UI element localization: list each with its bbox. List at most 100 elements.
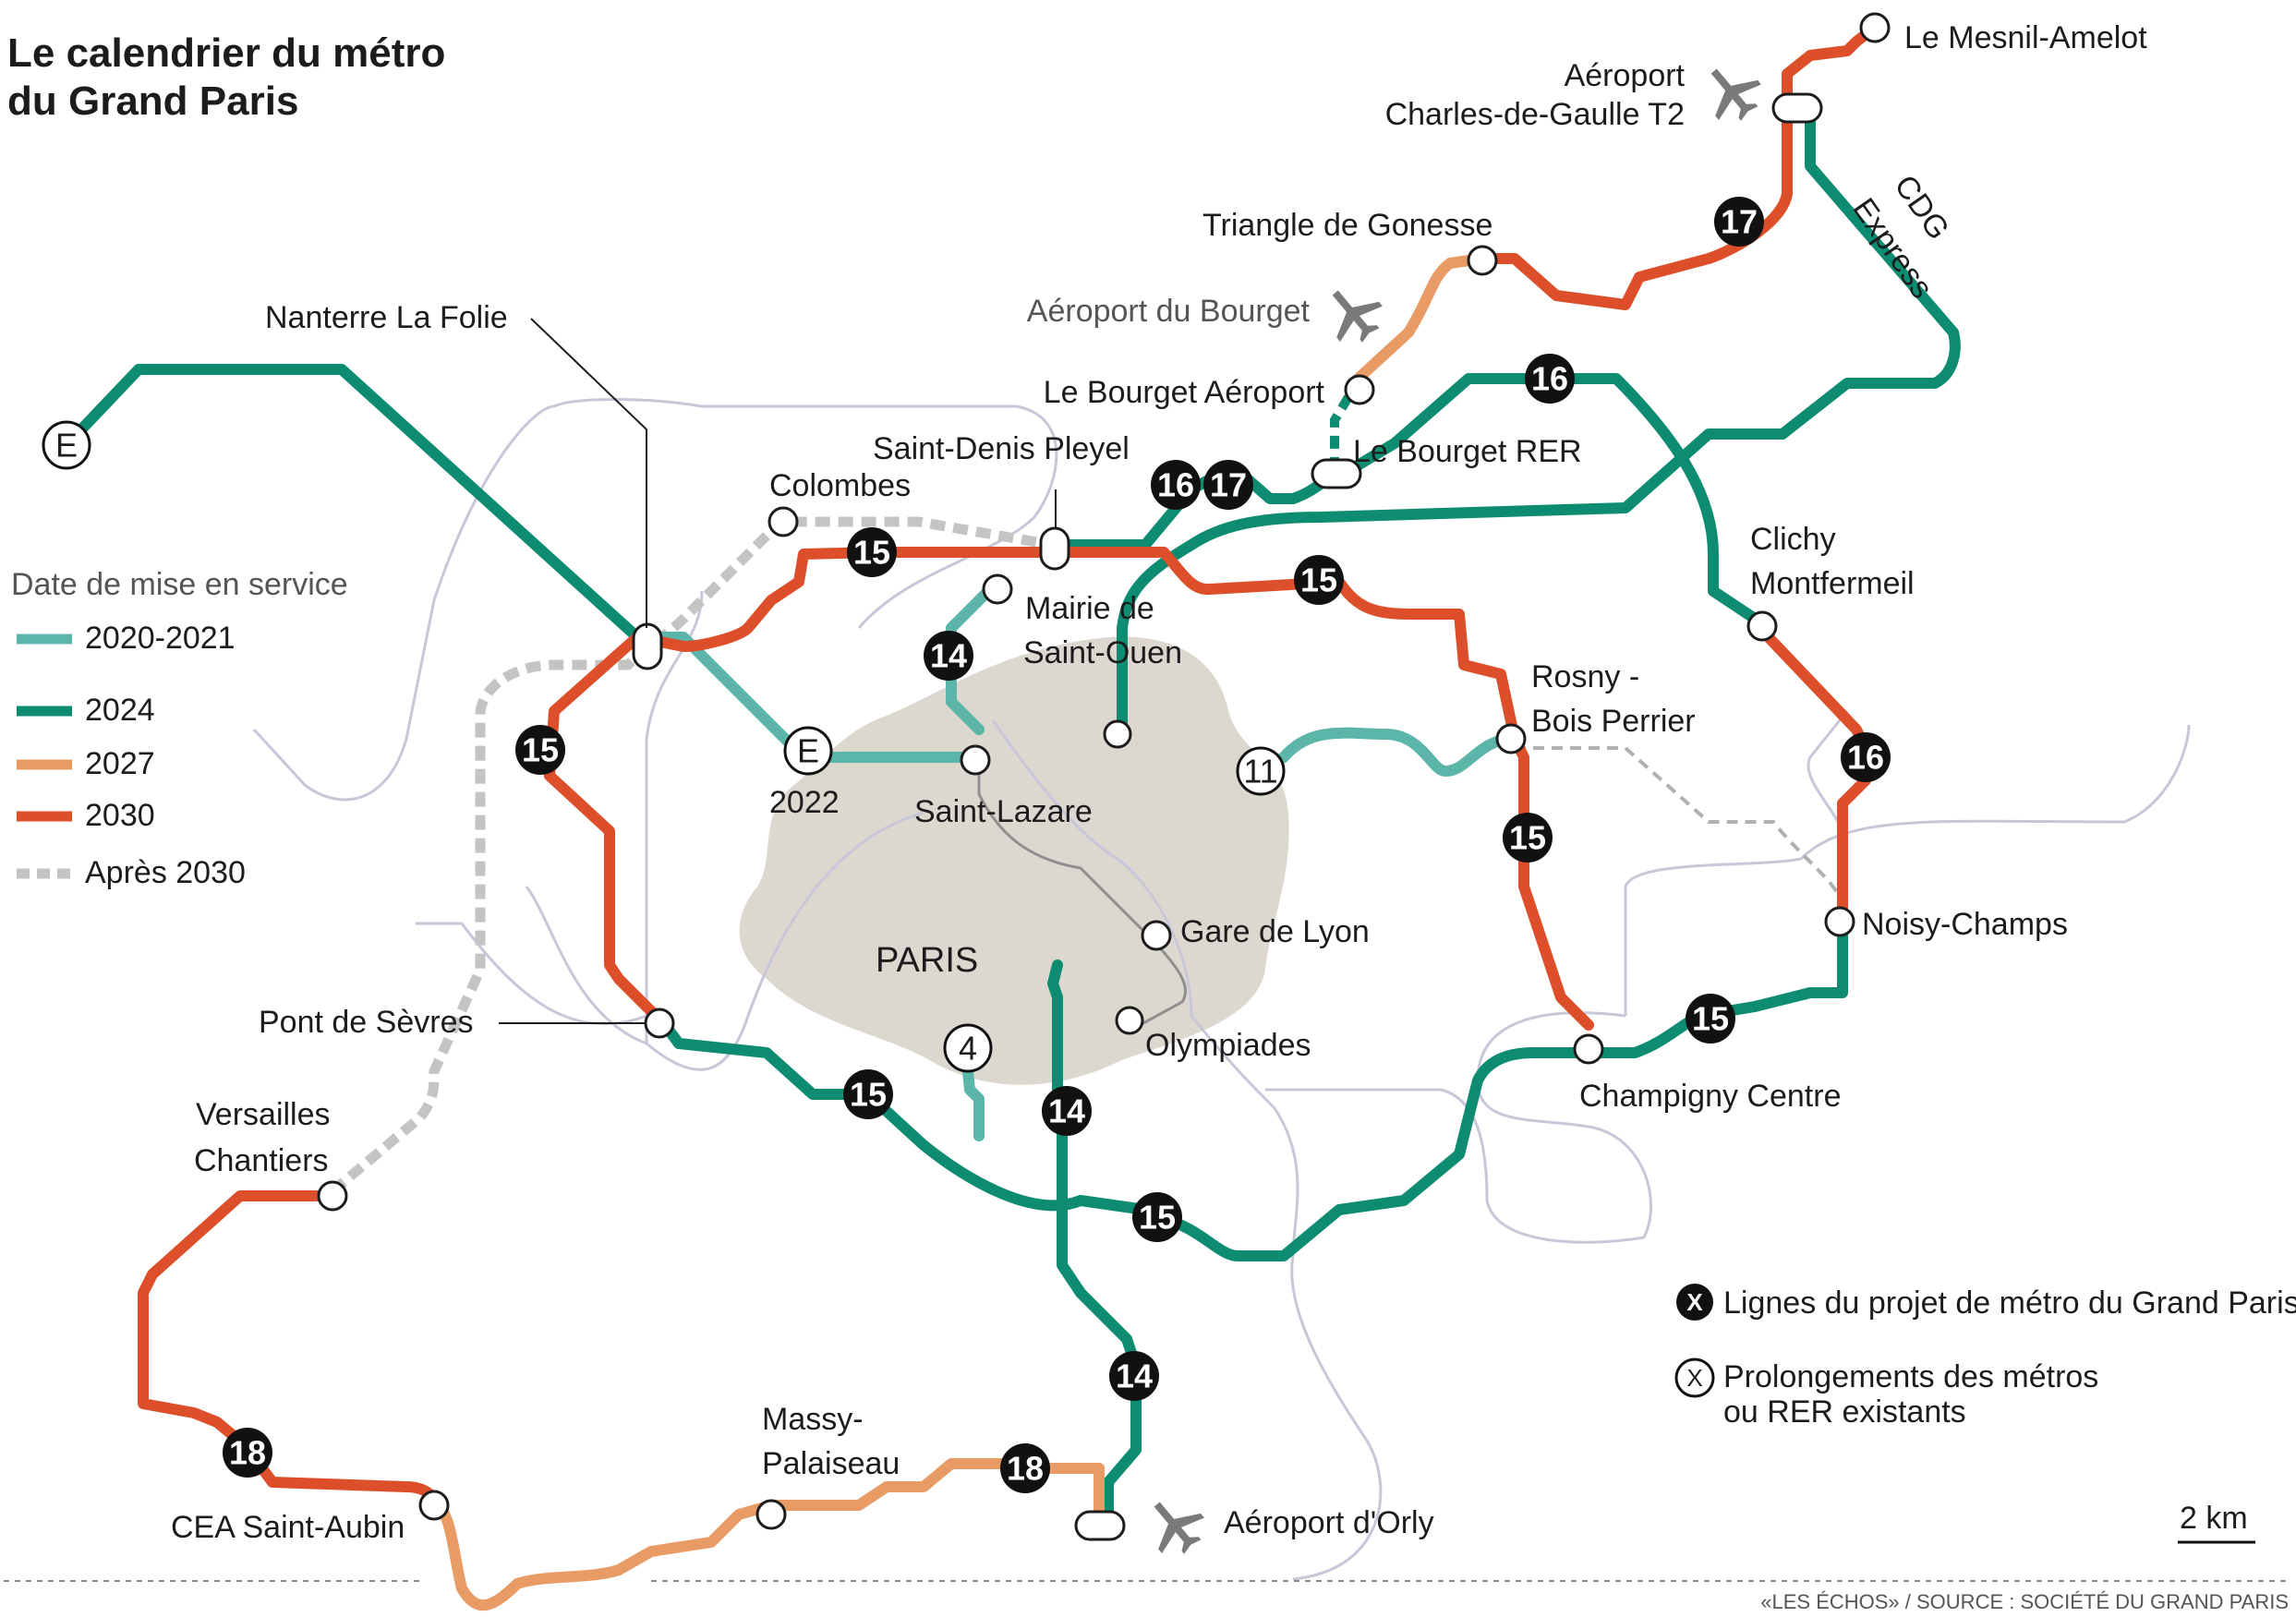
station-bourget-rer bbox=[1311, 458, 1362, 489]
legend-item-2027: 2027 bbox=[85, 746, 155, 781]
svg-text:X: X bbox=[1686, 1288, 1703, 1316]
badge-l15-ne: 15 bbox=[1294, 555, 1344, 605]
svg-text:Colombes: Colombes bbox=[769, 468, 911, 503]
station-olympiades bbox=[1115, 1006, 1144, 1035]
svg-text:CEA Saint-Aubin: CEA Saint-Aubin bbox=[171, 1510, 405, 1545]
legend-item-after2030: Après 2030 bbox=[85, 855, 246, 890]
station-versailles bbox=[317, 1180, 348, 1212]
svg-text:Aéroport: Aéroport bbox=[1565, 58, 1686, 93]
badge-l17-north: 17 bbox=[1714, 197, 1764, 247]
svg-text:14: 14 bbox=[1116, 1358, 1153, 1395]
svg-text:15: 15 bbox=[1139, 1199, 1176, 1237]
svg-text:Noisy-Champs: Noisy-Champs bbox=[1862, 907, 2068, 942]
station-clichy bbox=[1746, 610, 1778, 642]
station-bourget-aeroport bbox=[1344, 374, 1375, 405]
svg-text:Palaiseau: Palaiseau bbox=[762, 1446, 900, 1481]
svg-text:Versailles: Versailles bbox=[196, 1097, 331, 1132]
badge-l14-north: 14 bbox=[924, 631, 973, 681]
svg-text:Champigny Centre: Champigny Centre bbox=[1579, 1079, 1841, 1114]
badge-l15-sw: 15 bbox=[843, 1069, 893, 1119]
svg-text:14: 14 bbox=[1048, 1092, 1085, 1130]
svg-text:Mairie de: Mairie de bbox=[1025, 591, 1154, 626]
svg-text:E: E bbox=[55, 427, 78, 465]
badge-l18-east: 18 bbox=[1000, 1443, 1050, 1493]
svg-text:Montfermeil: Montfermeil bbox=[1750, 566, 1915, 601]
svg-text:Aéroport du Bourget: Aéroport du Bourget bbox=[1027, 294, 1311, 329]
badge-l15-se: 15 bbox=[1686, 994, 1735, 1044]
svg-text:Gare de Lyon: Gare de Lyon bbox=[1180, 914, 1370, 949]
line-after2030-east bbox=[1515, 746, 1849, 924]
station-cdg bbox=[1771, 92, 1823, 124]
paris-area bbox=[739, 636, 1289, 1085]
station-saint-denis bbox=[1039, 526, 1070, 571]
svg-text:14: 14 bbox=[930, 637, 967, 675]
svg-text:4: 4 bbox=[959, 1030, 977, 1068]
badge-l16-north: 16 bbox=[1525, 354, 1575, 404]
badge-e-saint-lazare: E bbox=[783, 726, 833, 776]
badge-l15-east: 15 bbox=[1503, 813, 1553, 863]
badge-l16-east: 16 bbox=[1841, 732, 1891, 782]
markers-legend: X Lignes du projet de métro du Grand Par… bbox=[1674, 1284, 2296, 1430]
svg-text:Nanterre La Folie: Nanterre La Folie bbox=[265, 300, 508, 335]
svg-text:Le Bourget RER: Le Bourget RER bbox=[1353, 434, 1582, 469]
svg-text:17: 17 bbox=[1210, 466, 1247, 504]
svg-text:17: 17 bbox=[1721, 203, 1758, 241]
legend-heading: Date de mise en service bbox=[11, 567, 348, 602]
badge-l14-orly: 14 bbox=[1109, 1351, 1159, 1401]
badge-l17-sdp: 17 bbox=[1203, 460, 1253, 510]
station-nanterre bbox=[632, 622, 663, 670]
svg-text:2022: 2022 bbox=[769, 785, 840, 820]
badge-l14-south: 14 bbox=[1042, 1086, 1092, 1136]
svg-text:11: 11 bbox=[1243, 753, 1277, 790]
svg-text:15: 15 bbox=[1300, 561, 1337, 599]
svg-text:16: 16 bbox=[1531, 360, 1568, 398]
svg-text:Massy-: Massy- bbox=[762, 1402, 864, 1437]
legend: Date de mise en service 2020-2021 2024 2… bbox=[11, 567, 348, 890]
plane-icon bbox=[1332, 290, 1383, 343]
leader-lines bbox=[499, 318, 1057, 1024]
svg-text:15: 15 bbox=[853, 534, 890, 572]
svg-text:Saint-Ouen: Saint-Ouen bbox=[1023, 635, 1182, 670]
badge-l11: 11 bbox=[1236, 746, 1286, 796]
scale-label: 2 km bbox=[2180, 1501, 2248, 1536]
badge-l15-north: 15 bbox=[847, 527, 897, 577]
svg-text:Chantiers: Chantiers bbox=[194, 1143, 329, 1178]
svg-text:18: 18 bbox=[1007, 1450, 1044, 1488]
svg-text:18: 18 bbox=[229, 1434, 266, 1472]
legend-gpe-label: Lignes du projet de métro du Grand Paris bbox=[1723, 1285, 2296, 1321]
svg-text:Le Mesnil-Amelot: Le Mesnil-Amelot bbox=[1904, 20, 2147, 55]
station-noisy bbox=[1824, 906, 1855, 937]
svg-text:Le Bourget Aéroport: Le Bourget Aéroport bbox=[1044, 375, 1325, 410]
stations bbox=[317, 12, 1891, 1541]
svg-text:Pont de Sèvres: Pont de Sèvres bbox=[259, 1005, 473, 1040]
station-saint-ouen-end bbox=[1103, 719, 1132, 749]
svg-text:Olympiades: Olympiades bbox=[1145, 1028, 1311, 1063]
extension-badges: E E 11 4 bbox=[42, 420, 1286, 1073]
svg-text:Saint-Lazare: Saint-Lazare bbox=[914, 794, 1093, 829]
svg-text:X: X bbox=[1686, 1364, 1702, 1392]
station-mesnil bbox=[1859, 12, 1891, 43]
legend-ext-label2: ou RER existants bbox=[1723, 1394, 1966, 1430]
station-mairie bbox=[982, 573, 1013, 605]
station-gonesse bbox=[1467, 245, 1498, 276]
svg-text:Clichy: Clichy bbox=[1750, 522, 1836, 557]
line14-paris-segment bbox=[977, 757, 1188, 1032]
svg-text:15: 15 bbox=[1509, 819, 1546, 857]
title-line1: Le calendrier du métro bbox=[7, 30, 445, 76]
paris-label: PARIS bbox=[876, 941, 978, 980]
legend-item-2030: 2030 bbox=[85, 798, 155, 833]
svg-text:Saint-Denis Pleyel: Saint-Denis Pleyel bbox=[873, 431, 1130, 466]
badge-l15-west: 15 bbox=[515, 725, 565, 775]
station-pont-sevres bbox=[644, 1008, 675, 1039]
station-colombes bbox=[767, 506, 799, 537]
svg-text:Rosny -: Rosny - bbox=[1531, 659, 1639, 694]
station-massy bbox=[755, 1499, 787, 1530]
badge-l16-sdp: 16 bbox=[1151, 460, 1201, 510]
svg-text:16: 16 bbox=[1157, 466, 1194, 504]
station-cea bbox=[418, 1490, 450, 1521]
legend-ext-label1: Prolongements des métros bbox=[1723, 1359, 2098, 1394]
legend-item-2024: 2024 bbox=[85, 693, 155, 728]
plane-icon bbox=[1710, 68, 1761, 121]
svg-text:E: E bbox=[797, 732, 819, 770]
